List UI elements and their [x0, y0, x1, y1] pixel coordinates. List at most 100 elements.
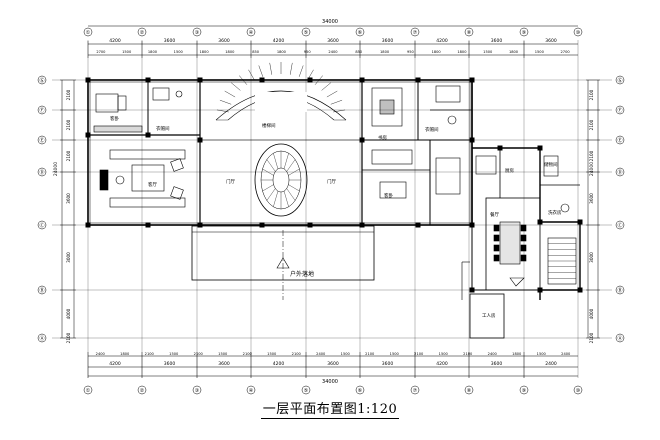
- column-block: [259, 77, 265, 83]
- dim-top-sub-label: 1800: [380, 50, 390, 54]
- dim-top-sub-label: 2700: [96, 50, 106, 54]
- axis-bubble: [519, 385, 529, 395]
- axis-bubble-label: Ⓔ: [617, 137, 622, 144]
- axis-bubble-label: ⑨: [522, 30, 526, 36]
- dim-side-label: 3600: [589, 193, 594, 204]
- building-outline: [87, 79, 581, 339]
- room-label-porch: 工人房: [482, 312, 496, 319]
- dim-side-label: 2100: [589, 89, 594, 100]
- dim-bottom-sub-label: 1500: [537, 352, 547, 356]
- dim-bottom-sub-label: 1800: [512, 352, 522, 356]
- axis-bubble-label: Ⓕ: [39, 107, 44, 114]
- dim-bottom-label: 3600: [327, 361, 339, 367]
- axis-bubble-label: Ⓒ: [39, 222, 44, 229]
- axis-bubble-label: ③: [195, 388, 199, 394]
- axis-bubble-label: Ⓑ: [617, 287, 622, 294]
- dim-side-total: 24000: [589, 162, 595, 176]
- stair-tread: [269, 62, 272, 75]
- stair-tread: [239, 75, 248, 85]
- axis-bubble-label: ⑦: [413, 388, 418, 394]
- column-block: [537, 145, 543, 151]
- dim-bottom-sub-label: 2100: [194, 352, 204, 356]
- dim-top-sub-label: 1500: [483, 50, 493, 54]
- dim-top-sub-label: 1800: [432, 50, 442, 54]
- axis-bubble-label: ①: [86, 388, 91, 394]
- axis-bubble-label: ⑤: [304, 388, 308, 394]
- axis-bubble: [410, 385, 420, 395]
- axis-bubble: [615, 333, 625, 343]
- axis-bubble: [464, 385, 474, 395]
- axis-bubble: [246, 385, 256, 395]
- column-block: [85, 132, 91, 138]
- axis-bubble: [573, 27, 583, 37]
- axis-bubble-label: Ⓓ: [39, 169, 44, 176]
- dim-top-sub-label: 950: [304, 50, 312, 54]
- dim-side-label: 2100: [589, 332, 594, 343]
- axis-bubble-label: Ⓐ: [39, 335, 44, 342]
- front-terrace: 户外落地: [191, 225, 375, 300]
- dim-top-label: 3600: [218, 38, 230, 44]
- column-block: [537, 287, 543, 293]
- dim-bottom-label: 3600: [491, 361, 503, 367]
- dim-top-sub-label: 1800: [277, 50, 287, 54]
- axis-bubble-label: Ⓒ: [617, 222, 622, 229]
- dim-top-label: 3600: [382, 38, 394, 44]
- dim-bottom-sub-label: 1500: [390, 352, 400, 356]
- stair-tread: [326, 90, 338, 98]
- axis-bubble-label: ④: [249, 388, 254, 394]
- axis-bubble: [464, 27, 474, 37]
- dim-top-sub-label: 850: [252, 50, 260, 54]
- axis-bubble-label: ⑩: [576, 30, 581, 36]
- axis-bubble: [37, 135, 47, 145]
- dim-top-sub-label: 1500: [122, 50, 132, 54]
- axis-grid-lines: [52, 40, 612, 378]
- axis-bubble-label: ⑤: [304, 30, 308, 36]
- dining-chair: [493, 244, 500, 252]
- dim-side-label: 2100: [66, 150, 71, 161]
- dim-bottom-label: 2400: [545, 361, 557, 367]
- axis-bubble-label: ③: [195, 30, 199, 36]
- stair-tread: [290, 62, 293, 75]
- right-room-furniture: [371, 85, 570, 213]
- stair-tread: [248, 69, 255, 81]
- column-block: [307, 222, 313, 228]
- stair-tread: [330, 99, 343, 105]
- column-block: [145, 132, 151, 138]
- dim-bottom-sub-label: 1500: [439, 352, 449, 356]
- column-block: [197, 222, 203, 228]
- dim-side-label: 3000: [589, 252, 594, 263]
- rotunda-spoke: [283, 153, 289, 169]
- dim-bottom-label: 4200: [436, 361, 448, 367]
- dim-bottom-sub-label: 2100: [243, 352, 253, 356]
- room-label-stair: 楼梯间: [262, 122, 276, 129]
- axis-bubble: [615, 105, 625, 115]
- dim-bottom-sub-label: 2100: [292, 352, 302, 356]
- axis-bubble: [355, 385, 365, 395]
- dim-side-label: 2100: [589, 119, 594, 130]
- axis-bubble-label: Ⓑ: [39, 287, 44, 294]
- stair-tread: [314, 75, 323, 85]
- dim-bottom-sub-label: 2400: [96, 352, 106, 356]
- dim-bottom-sub-label: 1500: [267, 352, 277, 356]
- axis-bubble: [246, 27, 256, 37]
- dim-bottom-sub-label: 2100: [463, 352, 473, 356]
- dim-bottom-sub-label: 2400: [316, 352, 326, 356]
- axis-bubble-label: Ⓖ: [617, 77, 622, 84]
- axis-bubble-label: ⑧: [467, 30, 472, 36]
- column-block: [469, 287, 475, 293]
- dining-chair: [493, 234, 500, 242]
- column-block: [359, 77, 365, 83]
- column-block: [359, 137, 365, 143]
- stair-tread: [258, 65, 264, 77]
- axis-bubble-label: ⑥: [358, 388, 363, 394]
- dim-top-label: 4200: [436, 38, 448, 44]
- axis-bubble: [37, 75, 47, 85]
- bottom-dimension-chain: 2400 1800 2100 1500 2100 1500 2100 1500 2100 2400…: [87, 352, 578, 385]
- dim-side-label: 2100: [66, 89, 71, 100]
- stair-tread: [216, 109, 229, 113]
- guest-bed-left: [93, 87, 183, 133]
- axis-bubble-label: Ⓓ: [617, 169, 622, 176]
